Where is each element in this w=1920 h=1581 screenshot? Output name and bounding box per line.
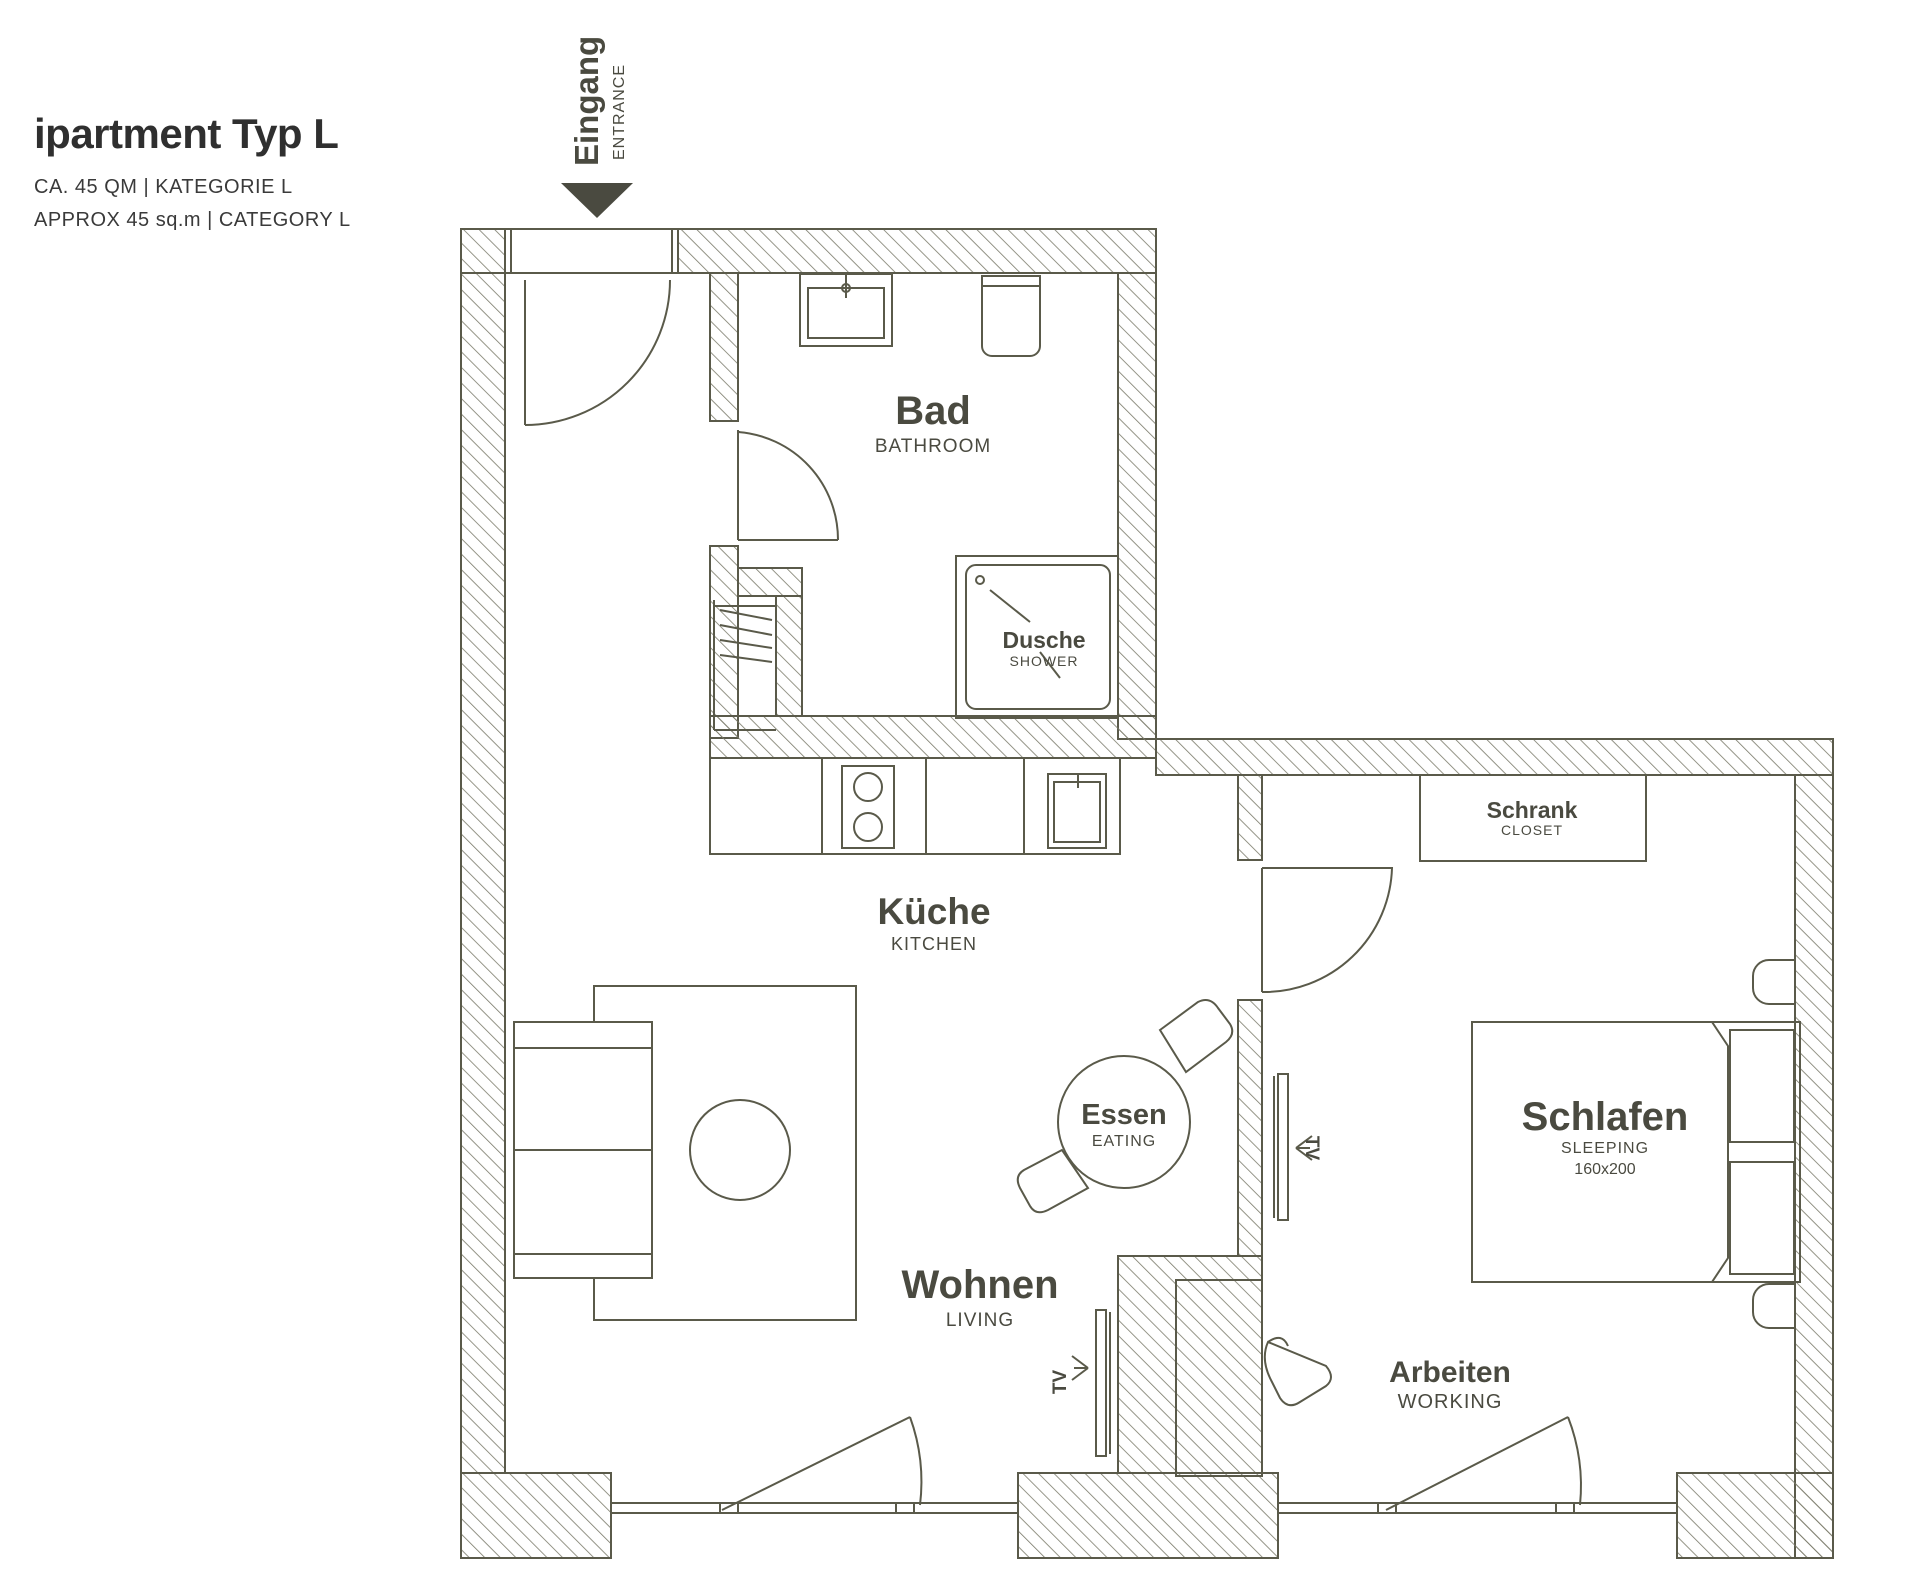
wall-closet-side: [775, 595, 803, 717]
plan-subtitle-de: CA. 45 QM | KATEGORIE L: [34, 176, 293, 198]
wall-bottom-1: [460, 1472, 612, 1559]
room-bad-label: Bad: [895, 389, 971, 433]
room-dusche-label-en: SHOWER: [1010, 653, 1079, 669]
desk-chair-icon: [1263, 1340, 1332, 1407]
plan-subtitle-en: APPROX 45 sq.m | CATEGORY L: [34, 209, 351, 231]
stove-icon: [841, 765, 895, 849]
nightstand-icon-bottom: [1752, 1283, 1795, 1329]
room-arbeiten-label-en: WORKING: [1398, 1391, 1503, 1413]
room-kueche-label-en: KITCHEN: [891, 934, 977, 954]
wall-bath-right: [1117, 272, 1157, 740]
room-schrank-label-en: CLOSET: [1501, 822, 1563, 838]
walls: [460, 228, 1834, 1559]
wall-inner-bottom: [1117, 1255, 1263, 1474]
plan-title: ipartment Typ L: [34, 110, 339, 157]
kitchen-counter: [709, 757, 1121, 855]
entrance-door: [504, 228, 679, 426]
room-schlafen-size: 160x200: [1574, 1161, 1635, 1178]
coffee-table-icon: [689, 1099, 791, 1201]
wall-top-right: [1155, 738, 1834, 776]
living-furniture: [513, 985, 1111, 1514]
room-arbeiten-label: Arbeiten: [1389, 1356, 1511, 1389]
entrance-label-de: Eingang: [568, 36, 605, 166]
entrance-arrow-icon: [561, 183, 633, 218]
room-kueche-label: Küche: [877, 891, 990, 932]
wall-mid: [1237, 774, 1263, 861]
nightstand-icon-top: [1752, 959, 1795, 1005]
pillow-icon-2: [1729, 1161, 1795, 1275]
wall-top-bath: [677, 228, 1157, 274]
room-schrank-label: Schrank: [1487, 797, 1578, 823]
wall-bath-bottom: [709, 715, 1157, 759]
tv-label-bedroom: TV: [1301, 1136, 1322, 1161]
room-wohnen-label: Wohnen: [901, 1263, 1058, 1307]
dining-table-icon: [1057, 1055, 1191, 1189]
room-labels: Bad BATHROOM Dusche SHOWER Küche KITCHEN…: [875, 389, 1689, 1413]
pillow-icon-1: [1729, 1029, 1795, 1143]
toilet-icon: [981, 285, 1041, 357]
room-bad-label-en: BATHROOM: [875, 436, 991, 457]
wall-top-left: [460, 228, 512, 274]
bathroom-fixtures: [710, 273, 1119, 731]
shower-icon: [955, 555, 1119, 719]
wall-left: [460, 272, 506, 1474]
room-essen-label: Essen: [1081, 1099, 1166, 1131]
chair-icon-bottom: [1016, 1148, 1090, 1214]
desk-icon: [1175, 1279, 1263, 1477]
room-schlafen-label: Schlafen: [1522, 1095, 1689, 1139]
wall-bottom-2: [1017, 1472, 1279, 1559]
tv-icon-bedroom: [1277, 1073, 1289, 1221]
chair-icon-top: [1158, 999, 1234, 1074]
room-dusche-label: Dusche: [1002, 627, 1085, 653]
tv-icon-living: [1095, 1309, 1107, 1457]
wall-mid-2: [1237, 999, 1263, 1257]
wall-right: [1794, 774, 1834, 1559]
bedroom-furniture: [1175, 774, 1801, 1514]
tv-label-living: TV: [1050, 1370, 1071, 1395]
room-essen-label-en: EATING: [1092, 1133, 1156, 1150]
entrance-label-en: ENTRANCE: [611, 64, 628, 160]
wall-bottom-3: [1676, 1472, 1834, 1559]
wall-closet-top: [737, 567, 803, 597]
room-schlafen-label-en: SLEEPING: [1561, 1140, 1649, 1157]
wall-bath-left: [709, 272, 739, 422]
closet-icon: [1419, 774, 1647, 862]
dining-furniture: [1016, 999, 1234, 1214]
room-wohnen-label-en: LIVING: [946, 1310, 1014, 1331]
